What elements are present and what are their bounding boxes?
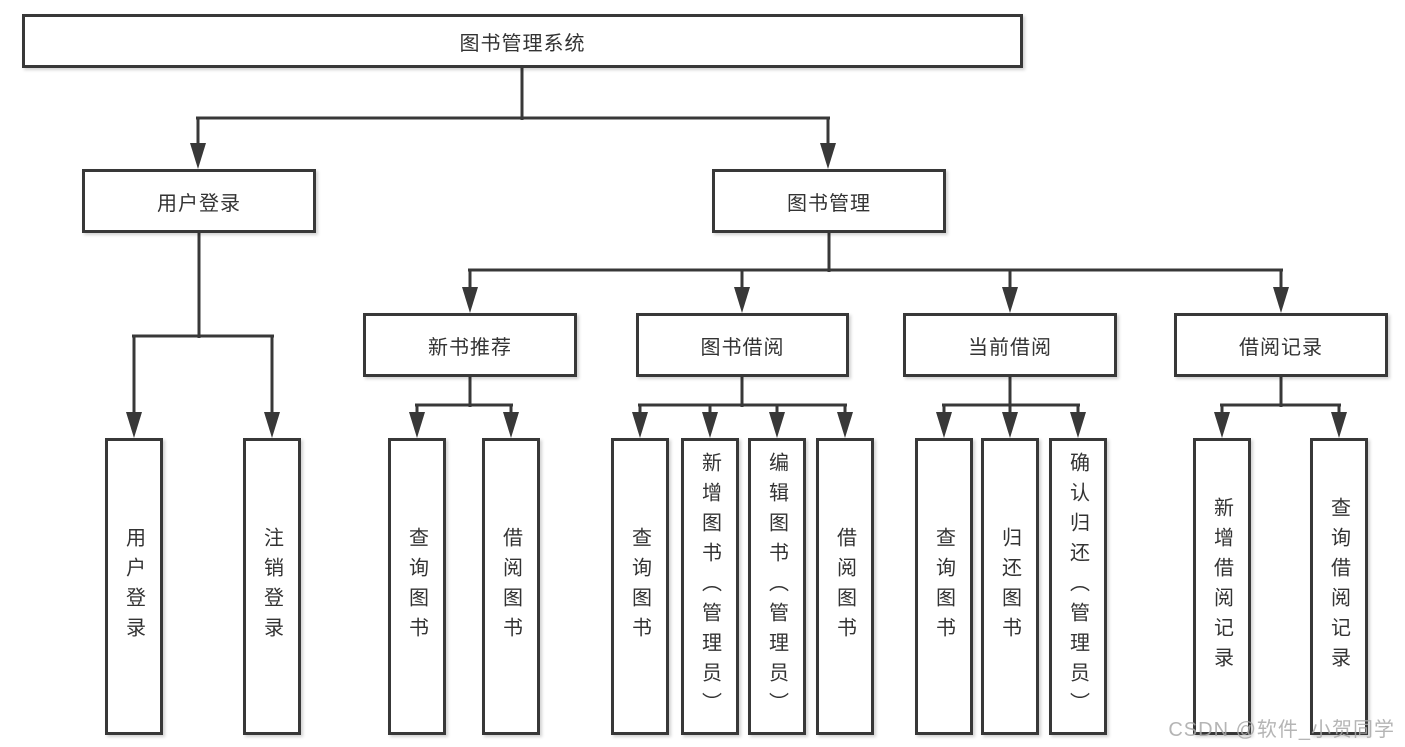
- node-label: 查询图书: [932, 526, 955, 647]
- leaf-records-add-record: 新增借阅记录: [1193, 438, 1251, 735]
- node-label: 新书推荐: [428, 336, 512, 359]
- node-label: 注销登录: [260, 526, 283, 647]
- leaf-borrow-add-books-admin: 新增图书（管理员）: [681, 438, 739, 735]
- leaf-current-confirm-return-admin: 确认归还（管理员）: [1049, 438, 1107, 735]
- node-label: 图书管理系统: [459, 32, 586, 55]
- csdn-watermark: CSDN @软件_小贺同学: [1168, 719, 1395, 741]
- node-library-system: 图书管理系统: [22, 14, 1023, 68]
- node-label: 归还图书: [998, 526, 1021, 647]
- node-label: 确认归还（管理员）: [1066, 451, 1089, 722]
- leaf-logout: 注销登录: [243, 438, 301, 735]
- node-label: 查询图书: [628, 526, 651, 647]
- node-current-borrow: 当前借阅: [903, 313, 1117, 377]
- node-label: 图书管理: [787, 192, 871, 215]
- node-new-book-recommend: 新书推荐: [363, 313, 577, 377]
- leaf-recommend-borrow-books: 借阅图书: [482, 438, 540, 735]
- node-label: 查询图书: [405, 526, 428, 647]
- node-label: 编辑图书（管理员）: [765, 451, 788, 722]
- node-book-management: 图书管理: [712, 169, 946, 233]
- leaf-borrow-query-books: 查询图书: [611, 438, 669, 735]
- node-book-borrow: 图书借阅: [636, 313, 849, 377]
- node-label: 用户登录: [157, 192, 241, 215]
- node-label: 借阅记录: [1239, 336, 1323, 359]
- node-label: 当前借阅: [968, 336, 1052, 359]
- node-label: 查询借阅记录: [1327, 496, 1350, 677]
- node-label: 新增图书（管理员）: [698, 451, 721, 722]
- leaf-borrow-borrow-books: 借阅图书: [816, 438, 874, 735]
- leaf-current-query-books: 查询图书: [915, 438, 973, 735]
- node-label: 图书借阅: [700, 336, 785, 359]
- leaf-records-query-record: 查询借阅记录: [1310, 438, 1368, 735]
- node-label: 借阅图书: [833, 526, 856, 647]
- node-user-login: 用户登录: [82, 169, 316, 233]
- leaf-user-login: 用户登录: [105, 438, 163, 735]
- node-borrow-records: 借阅记录: [1174, 313, 1388, 377]
- node-label: 借阅图书: [499, 526, 522, 647]
- node-label: 用户登录: [122, 526, 145, 647]
- leaf-borrow-edit-books-admin: 编辑图书（管理员）: [748, 438, 806, 735]
- leaf-current-return-books: 归还图书: [981, 438, 1039, 735]
- node-label: 新增借阅记录: [1210, 496, 1233, 677]
- leaf-recommend-query-books: 查询图书: [388, 438, 446, 735]
